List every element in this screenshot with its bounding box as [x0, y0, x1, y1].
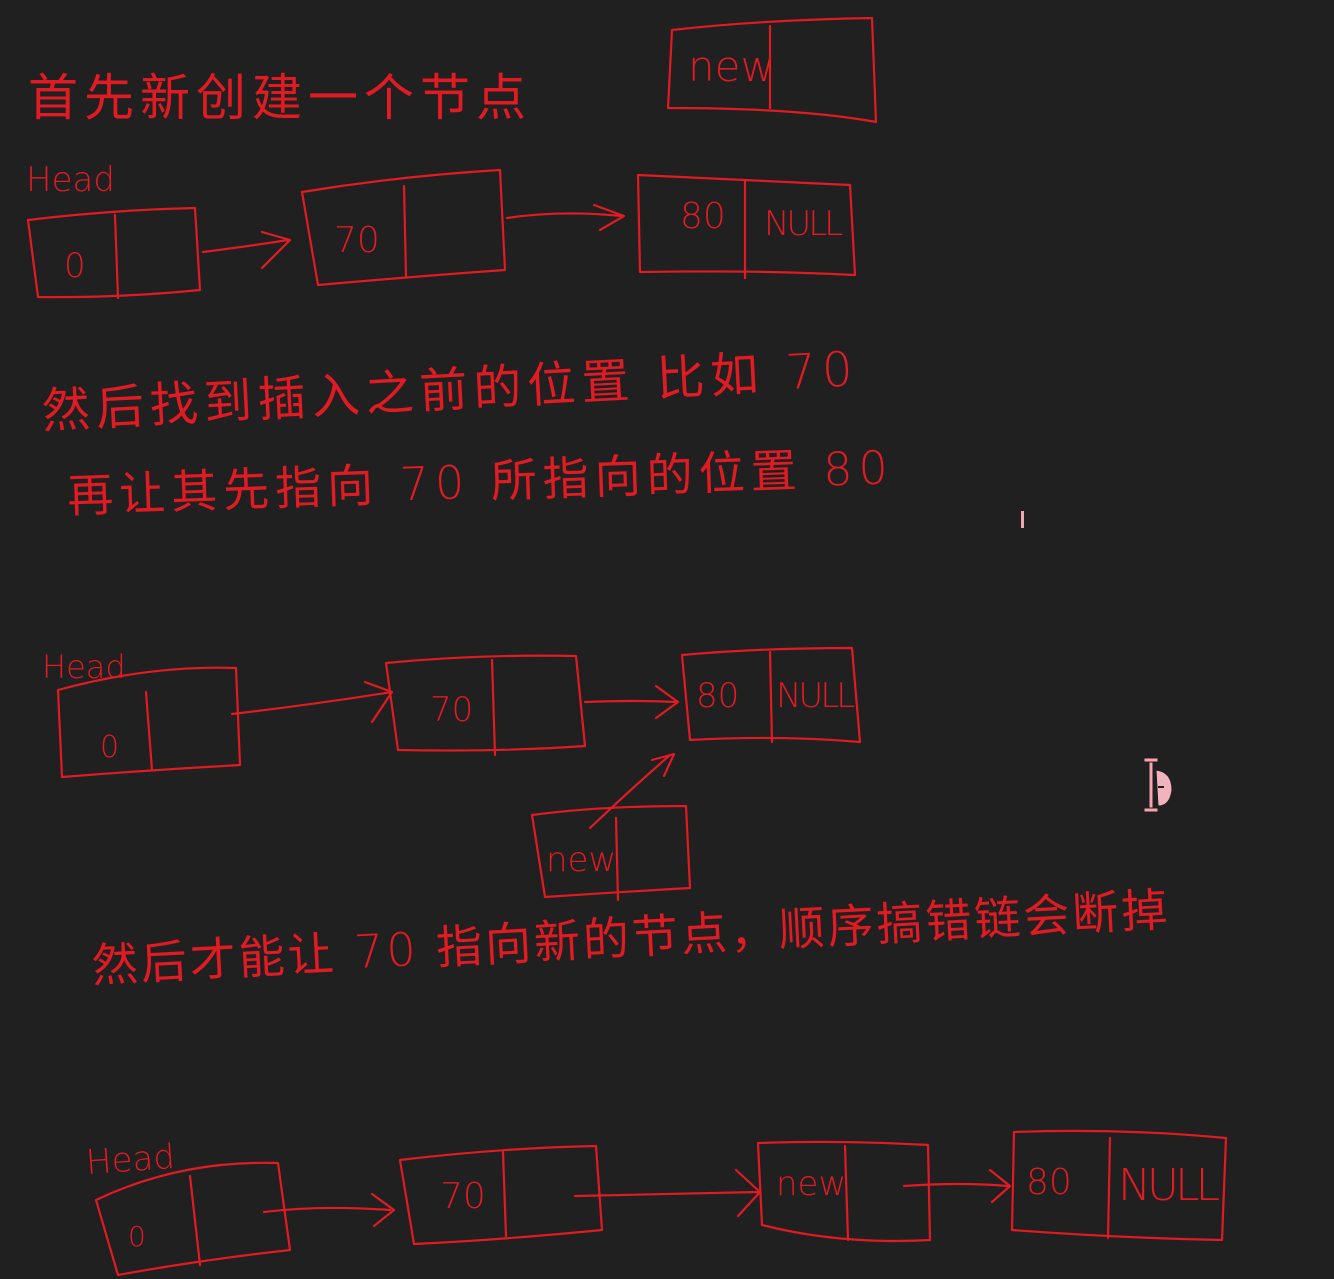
text-caret [1021, 511, 1024, 528]
list1-node0-data: 0 [64, 246, 86, 286]
list3-node0-data: 0 [128, 1220, 146, 1253]
list2-pending-node-data: new [546, 840, 617, 880]
list2-node1-data: 70 [430, 690, 474, 730]
list2-head-label: Head [42, 648, 126, 686]
list3-node1-data: 70 [440, 1176, 486, 1217]
list1-node2-data: 80 [680, 196, 726, 237]
list1-diagram [26, 168, 857, 300]
list1-node1-data: 70 [334, 220, 380, 261]
list3-node3-data: 80 [1026, 1162, 1072, 1203]
list3-head-label: Head [84, 1136, 177, 1184]
list3-diagram [94, 1129, 1228, 1277]
new-node-box [666, 16, 878, 124]
list3-node2-data: new [776, 1164, 847, 1204]
list2-node2-next: NULL [776, 676, 855, 716]
list1-node2-next: NULL [764, 204, 843, 244]
new-node-label: new [688, 42, 775, 91]
list3-node3-next: NULL [1118, 1160, 1220, 1211]
list2-diagram [56, 646, 862, 902]
list2-node0-data: 0 [100, 730, 120, 765]
i-beam-cursor-icon [1143, 757, 1173, 813]
list2-node2-data: 80 [696, 676, 740, 716]
note-step1: 首先新创建一个节点 [28, 69, 532, 127]
list1-head-label: Head [26, 160, 115, 200]
